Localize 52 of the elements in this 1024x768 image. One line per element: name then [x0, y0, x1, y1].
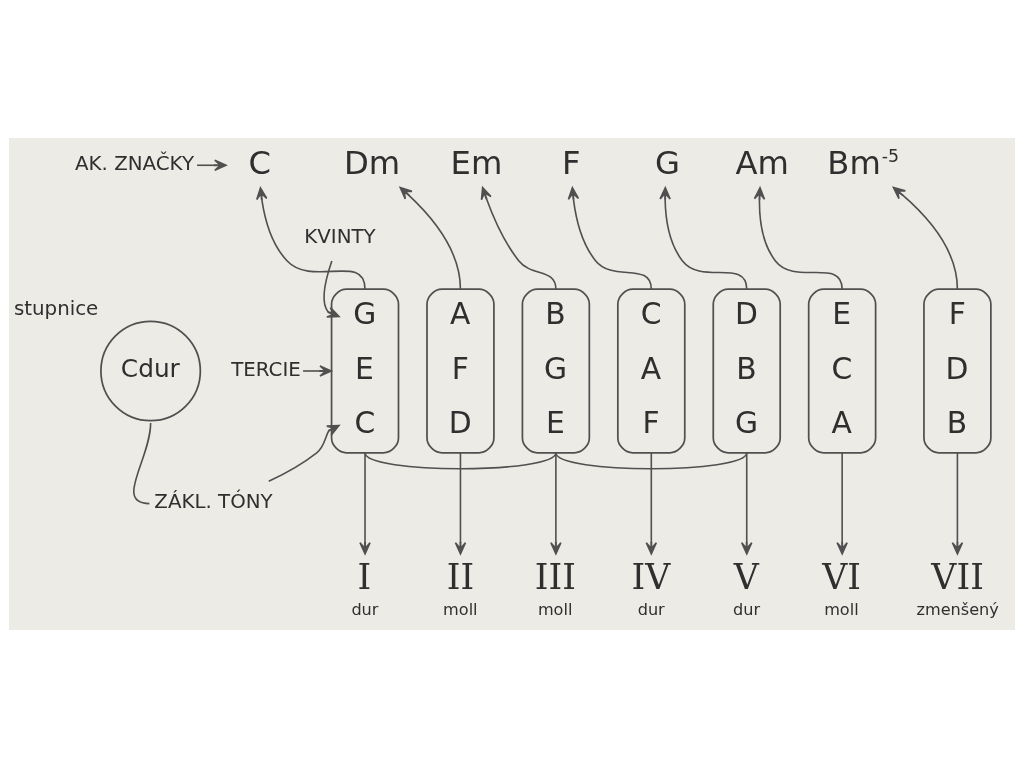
arrow	[740, 451, 753, 555]
node-label: moll	[537, 600, 573, 619]
node-text: Am	[735, 143, 790, 182]
node-text: I	[357, 556, 372, 597]
node-label: dur	[351, 600, 379, 619]
arrow	[399, 186, 462, 290]
arrow	[567, 186, 653, 290]
node-box: D B G	[712, 288, 782, 454]
node-text: G	[655, 143, 680, 182]
arrow	[302, 365, 332, 377]
arrow	[359, 451, 371, 555]
connector	[555, 451, 748, 470]
node-text: II	[446, 556, 475, 597]
node-text: F	[562, 143, 581, 182]
node-box: B G E	[521, 288, 591, 454]
arrow	[454, 451, 467, 555]
node-text: ZÁKL. TÓNY	[154, 490, 273, 514]
node-text: VII	[931, 556, 984, 597]
node-label: moll	[824, 600, 859, 619]
arrow	[255, 187, 366, 290]
node-circle: Cdur	[100, 320, 202, 422]
arrow	[480, 186, 557, 290]
node-text: VI	[822, 556, 862, 597]
arrow	[753, 187, 843, 290]
node-label: moll	[443, 600, 478, 619]
node-label: zmenšený	[916, 600, 999, 619]
arrow	[659, 187, 748, 290]
node-box: F D B	[923, 288, 992, 454]
node-text: Em	[450, 143, 503, 182]
node-text: C	[248, 143, 272, 182]
node-text: TERCIE	[231, 357, 301, 381]
node-label: dur	[637, 600, 665, 619]
arrow	[836, 451, 848, 555]
node-text: V	[733, 556, 759, 597]
node-text: AK. ZNAČKY	[75, 151, 194, 175]
node-label: stupnice	[13, 296, 99, 320]
node-text: IV	[631, 556, 671, 597]
arrow	[951, 451, 964, 555]
node-box: C A F	[616, 288, 686, 454]
arrow	[892, 186, 959, 290]
node-box: G E C	[330, 288, 400, 454]
arrow	[196, 159, 227, 172]
node-text: Dm	[343, 143, 401, 182]
node-label: dur	[733, 600, 761, 619]
arrow	[645, 451, 658, 555]
node-text: III	[534, 556, 576, 597]
arrow	[323, 260, 340, 318]
node-box: A F D	[426, 288, 495, 454]
connector	[133, 422, 152, 505]
arrow	[267, 424, 340, 483]
node-box: E C A	[807, 288, 877, 454]
node-text: KVINTY	[304, 225, 376, 249]
